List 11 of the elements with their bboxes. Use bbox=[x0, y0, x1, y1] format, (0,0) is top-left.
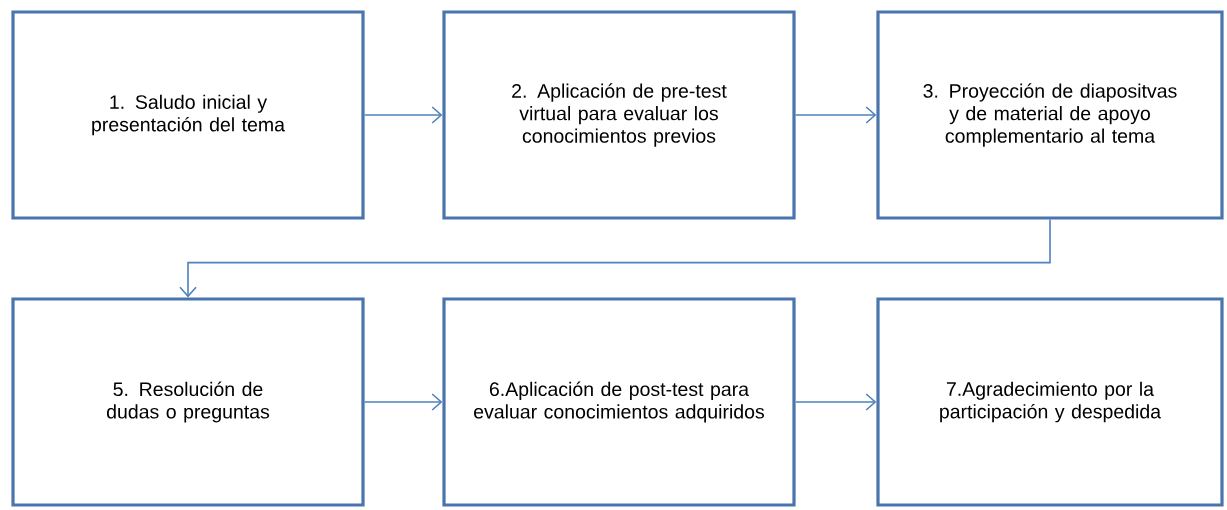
process-box: 7.Agradecimiento por la participación y despedida bbox=[876, 297, 1224, 507]
process-box: 5. Resolución de dudas o preguntas bbox=[11, 297, 365, 507]
process-box: 3. Proyección de diapositvas y de material de apoyo complementario al tema bbox=[876, 10, 1224, 220]
arrow bbox=[794, 106, 877, 124]
process-box: 6.Aplicación de post-test para evaluar conocimientos adquiridos bbox=[442, 297, 796, 507]
arrow bbox=[363, 393, 443, 411]
process-box: 2. Aplicación de pre-test virtual para evaluar los conocimientos previos bbox=[442, 10, 796, 220]
arrow bbox=[179, 218, 1051, 298]
arrow bbox=[794, 393, 877, 411]
arrow bbox=[363, 106, 443, 124]
process-box: 1. Saludo inicial y presentación del tema bbox=[11, 10, 365, 220]
